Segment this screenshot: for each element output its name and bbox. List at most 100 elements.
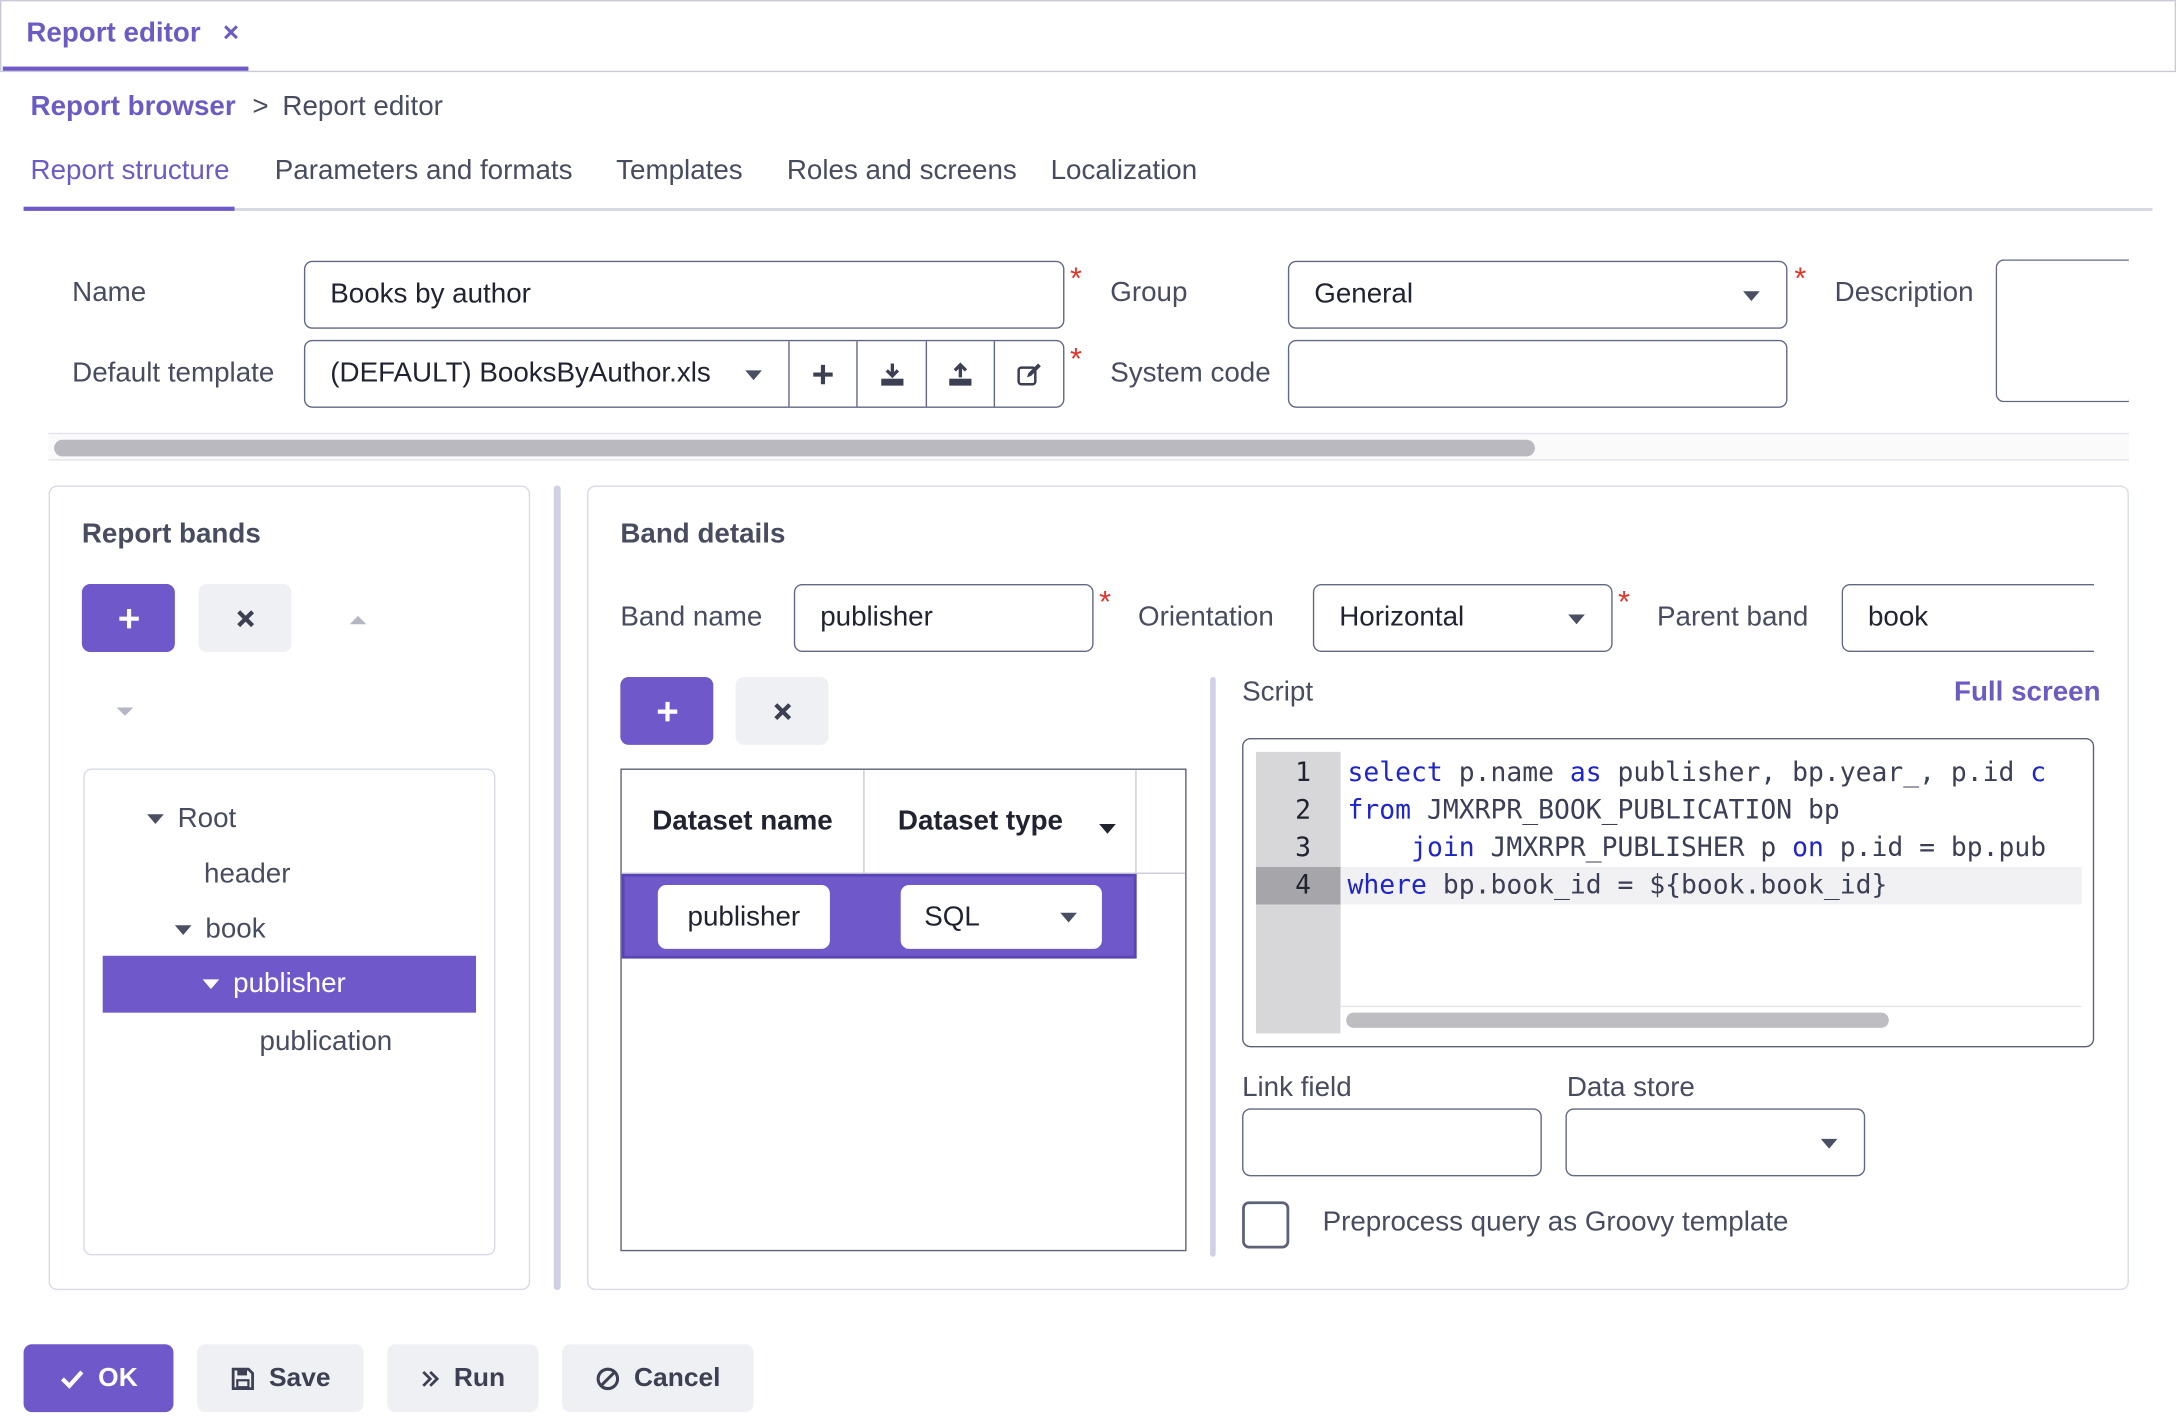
add-band-button[interactable] xyxy=(81,584,175,652)
chevron-down-icon xyxy=(116,707,134,716)
edit-template-button[interactable] xyxy=(994,341,1063,407)
chevron-down-icon[interactable] xyxy=(174,924,192,935)
group-value: General xyxy=(1314,278,1413,310)
band-details-title: Band details xyxy=(620,518,786,550)
active-line-highlight xyxy=(1340,867,2082,905)
data-store-select[interactable] xyxy=(1565,1108,1866,1177)
add-dataset-button[interactable] xyxy=(620,676,714,745)
double-chevron-right-icon xyxy=(422,1370,440,1387)
download-template-button[interactable] xyxy=(856,341,926,407)
group-label: Group xyxy=(1110,277,1188,308)
parent-band-label: Parent band xyxy=(1657,602,1809,633)
code-line: from JMXRPR_BOOK_PUBLICATION bp xyxy=(1348,792,1840,829)
tab-roles-and-screens[interactable]: Roles and screens xyxy=(787,155,1017,187)
system-code-input[interactable] xyxy=(1287,339,1788,408)
parent-band-input[interactable]: book xyxy=(1841,584,2095,652)
code-keyword: where xyxy=(1347,869,1427,901)
report-bands-title: Report bands xyxy=(81,518,261,550)
breadcrumb-current: Report editor xyxy=(282,90,443,122)
tab-parameters-and-formats[interactable]: Parameters and formats xyxy=(275,155,573,187)
sort-down-icon[interactable] xyxy=(1099,823,1116,834)
tab-localization[interactable]: Localization xyxy=(1051,155,1198,187)
code-keyword: c xyxy=(2030,757,2047,788)
editor-hscroll-thumb[interactable] xyxy=(1346,1012,1889,1028)
cancel-label: Cancel xyxy=(634,1362,721,1393)
parent-band-value: book xyxy=(1867,602,1929,633)
code-keyword: on xyxy=(1792,832,1824,863)
cancel-button[interactable]: Cancel xyxy=(562,1344,754,1413)
band-name-value: publisher xyxy=(820,602,933,633)
tab-report-structure[interactable]: Report structure xyxy=(23,155,235,211)
line-number: 1 xyxy=(1295,757,1312,788)
link-field-input[interactable] xyxy=(1242,1108,1542,1177)
tabs-bar xyxy=(23,208,2153,211)
ok-label: OK xyxy=(98,1362,138,1393)
tree-item-book[interactable]: book xyxy=(174,910,266,949)
full-screen-link[interactable]: Full screen xyxy=(1954,676,2101,708)
breadcrumb-separator: > xyxy=(252,90,269,122)
data-store-label: Data store xyxy=(1566,1072,1695,1103)
tab-label: Localization xyxy=(1050,155,1198,186)
chevron-down-icon[interactable] xyxy=(147,813,164,824)
column-header-dataset-name[interactable]: Dataset name xyxy=(622,769,865,874)
required-mark: * xyxy=(1099,584,1112,619)
code-keyword: join xyxy=(1411,832,1475,863)
breadcrumb-link-report-browser[interactable]: Report browser xyxy=(30,90,236,122)
form-scrollbar-thumb[interactable] xyxy=(54,439,1535,457)
required-mark: * xyxy=(1069,341,1082,376)
plus-icon xyxy=(118,608,139,628)
plus-icon xyxy=(657,701,677,721)
close-icon[interactable]: × xyxy=(222,18,240,49)
column-header-label: Dataset type xyxy=(897,805,1063,837)
close-icon xyxy=(773,702,791,720)
dataset-table xyxy=(620,768,1187,1252)
dataset-type-select[interactable]: SQL xyxy=(900,885,1102,949)
description-textarea[interactable] xyxy=(1995,259,2129,403)
run-button[interactable]: Run xyxy=(387,1344,539,1413)
tab-label: Parameters and formats xyxy=(274,155,573,186)
band-name-input[interactable]: publisher xyxy=(793,584,1094,652)
ok-button[interactable]: OK xyxy=(23,1344,174,1413)
preprocess-checkbox[interactable] xyxy=(1242,1201,1290,1249)
dataset-script-splitter[interactable] xyxy=(1210,676,1216,1257)
window-tab-title: Report editor xyxy=(26,18,201,49)
code-text: publisher, bp.year_, p.id xyxy=(1601,757,2031,788)
tree-item-label: book xyxy=(205,913,266,944)
band-name-label: Band name xyxy=(620,602,763,633)
tree-item-label: Root xyxy=(177,802,237,834)
orientation-select[interactable]: Horizontal xyxy=(1312,584,1613,652)
chevron-up-icon xyxy=(349,615,367,625)
upload-template-button[interactable] xyxy=(925,341,995,407)
remove-dataset-button[interactable] xyxy=(735,676,829,745)
code-text: JMXRPR_PUBLISHER p xyxy=(1474,832,1793,863)
dataset-name-input[interactable]: publisher xyxy=(657,885,830,949)
dataset-table-header xyxy=(621,770,1186,874)
tree-item-publisher[interactable]: publisher xyxy=(102,955,477,1013)
dataset-type-value: SQL xyxy=(924,900,980,932)
default-template-select[interactable]: (DEFAULT) BooksByAuthor.xls xyxy=(305,341,788,406)
tab-templates[interactable]: Templates xyxy=(616,155,743,187)
code-text: p.id = bp.pub xyxy=(1823,832,2047,863)
group-select[interactable]: General xyxy=(1287,260,1788,329)
link-field-label: Link field xyxy=(1242,1072,1352,1103)
edit-icon xyxy=(1017,362,1041,385)
floppy-disk-icon xyxy=(231,1367,254,1390)
tree-item-root[interactable]: Root xyxy=(147,799,236,838)
panel-splitter[interactable] xyxy=(553,485,561,1291)
move-up-button[interactable] xyxy=(333,599,383,641)
move-down-button[interactable] xyxy=(100,691,150,733)
orientation-label: Orientation xyxy=(1137,602,1274,633)
tree-item-publication[interactable]: publication xyxy=(260,1022,393,1061)
chevron-down-icon[interactable] xyxy=(202,979,220,990)
column-header-label: Dataset name xyxy=(652,805,833,837)
save-button[interactable]: Save xyxy=(197,1344,364,1413)
name-input[interactable]: Books by author xyxy=(303,260,1065,329)
tree-item-header[interactable]: header xyxy=(204,855,290,894)
script-editor[interactable]: 1 2 3 4 select p.name as publisher, bp.y… xyxy=(1242,737,2095,1048)
remove-band-button[interactable] xyxy=(198,584,292,652)
add-template-button[interactable] xyxy=(788,341,857,407)
window-tab-report-editor[interactable]: Report editor × xyxy=(2,1,249,71)
column-header-dataset-type[interactable]: Dataset type xyxy=(865,769,1137,874)
script-label: Script xyxy=(1242,676,1314,708)
save-label: Save xyxy=(268,1362,331,1393)
